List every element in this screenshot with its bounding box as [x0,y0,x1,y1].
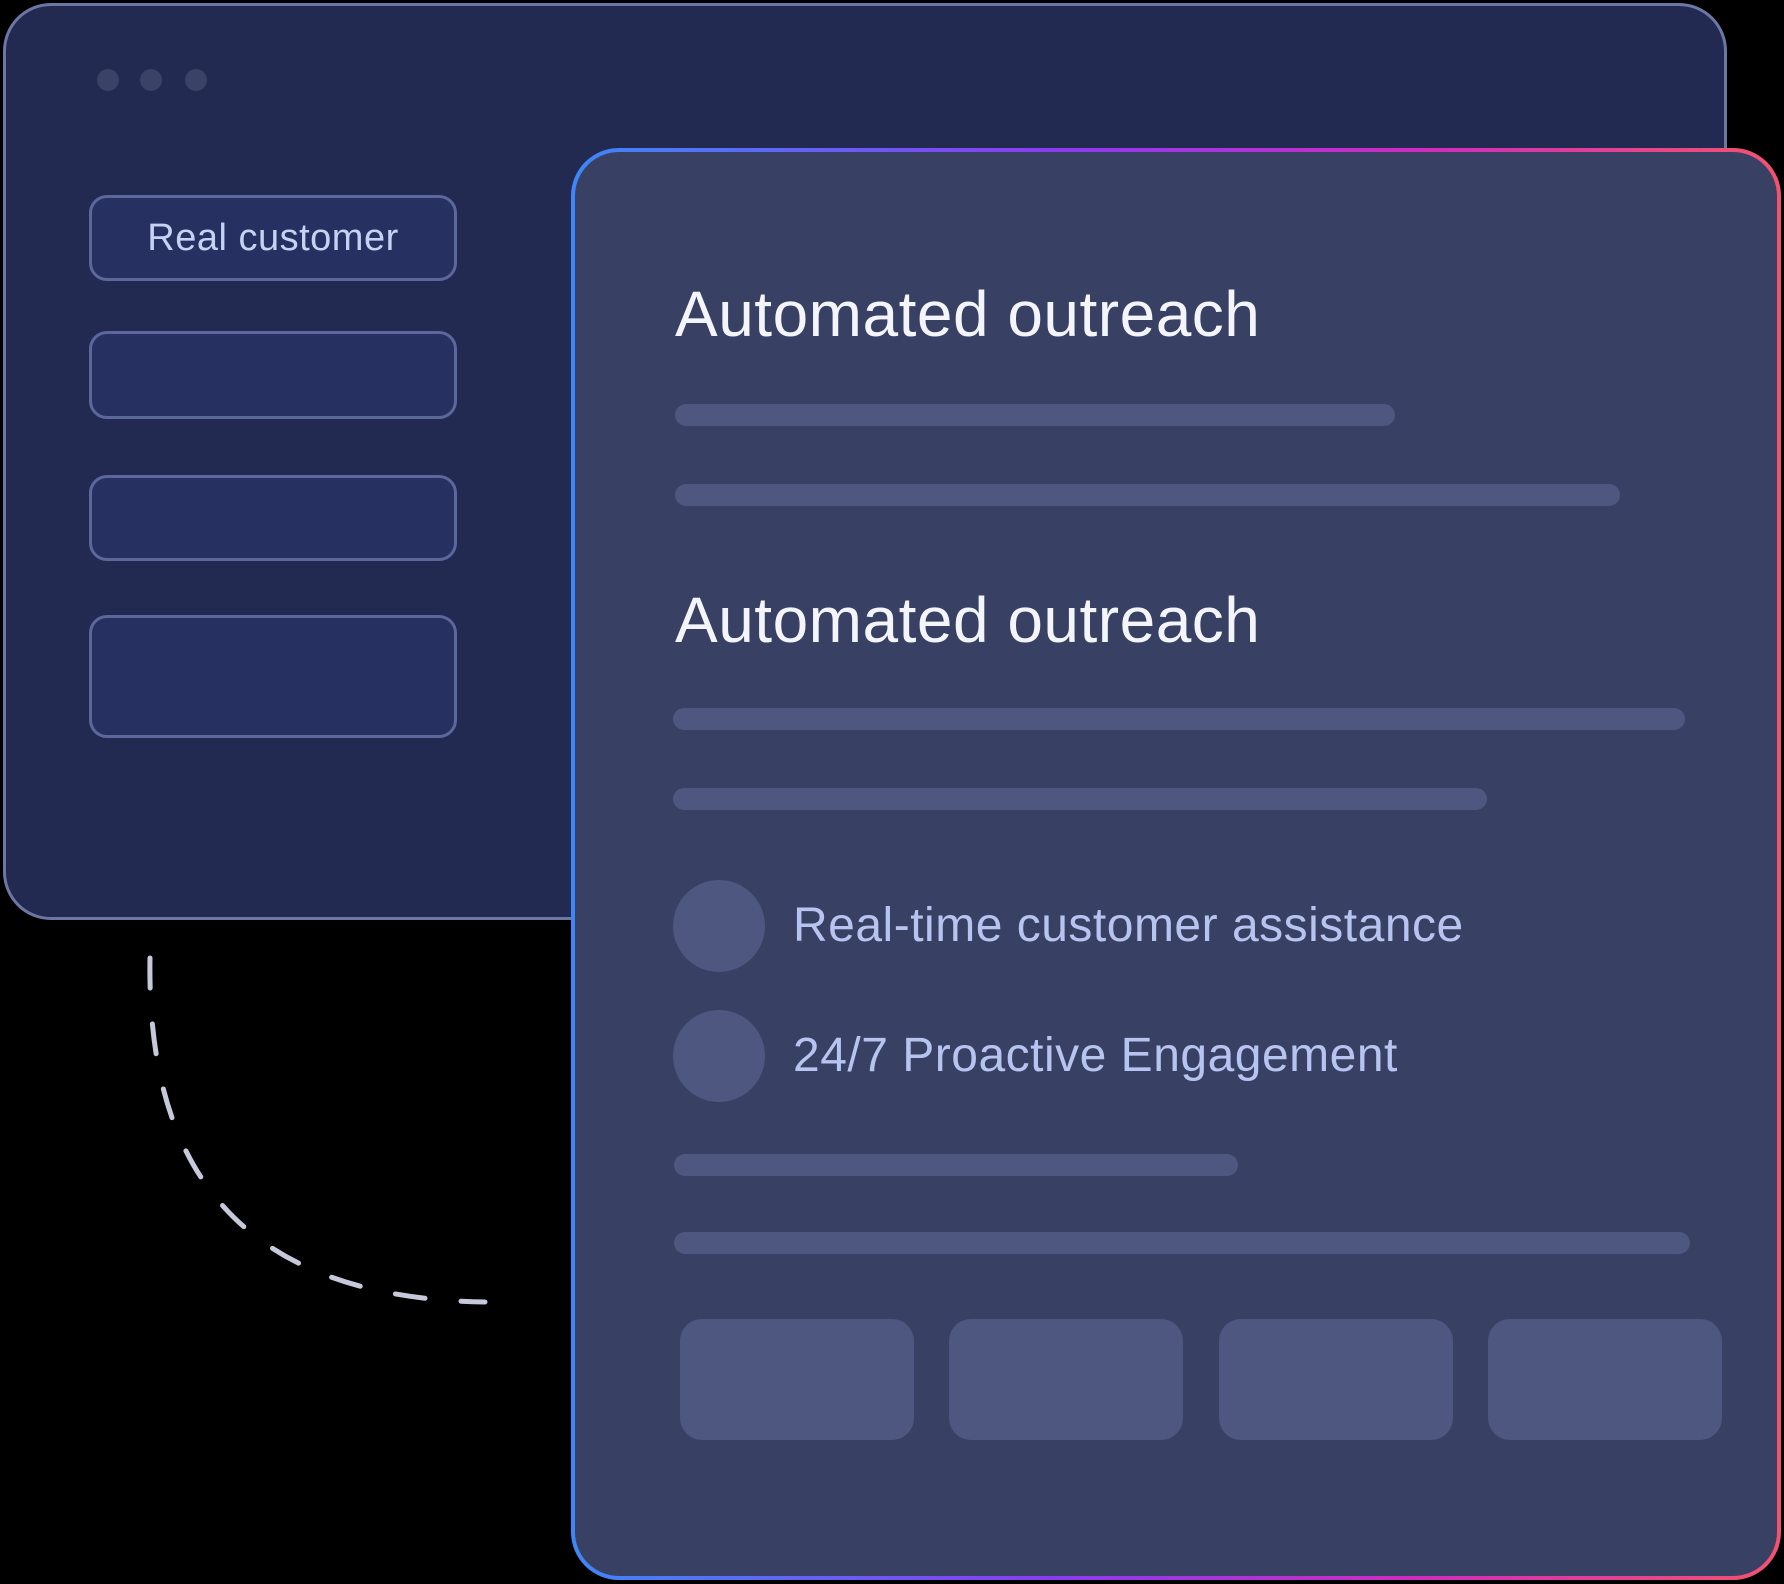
feature-label: 24/7 Proactive Engagement [793,1029,1398,1082]
placeholder-tile [1488,1319,1722,1440]
skeleton-text-bar [674,1154,1238,1176]
section-title: Automated outreach [675,278,1261,350]
feature-label: Real-time customer assistance [793,899,1464,952]
window-control-dot-icon [140,69,162,91]
real-customer-button[interactable]: Real customer [89,195,457,281]
feature-bullet-circle-icon [673,880,765,972]
feature-row: Real-time customer assistance [673,880,1464,972]
skeleton-text-bar [673,708,1685,730]
skeleton-text-bar [674,1232,1690,1254]
gradient-feature-panel: Automated outreach Automated outreach Re… [571,148,1781,1580]
placeholder-tile [949,1319,1183,1440]
empty-option-box[interactable] [89,615,457,738]
feature-row: 24/7 Proactive Engagement [673,1010,1398,1102]
empty-option-box[interactable] [89,331,457,419]
empty-option-box[interactable] [89,475,457,561]
window-control-dot-icon [97,69,119,91]
skeleton-text-bar [675,404,1395,426]
window-control-dot-icon [185,69,207,91]
feature-bullet-circle-icon [673,1010,765,1102]
placeholder-tile [680,1319,914,1440]
section-title: Automated outreach [675,584,1261,656]
skeleton-text-bar [675,484,1620,506]
skeleton-text-bar [673,788,1487,810]
placeholder-tile [1219,1319,1453,1440]
